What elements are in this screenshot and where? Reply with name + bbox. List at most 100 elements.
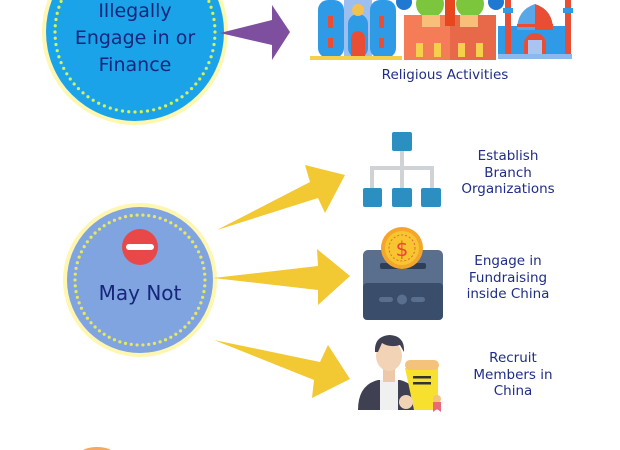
ring-dot (97, 329, 102, 333)
ring-dot (114, 108, 118, 112)
ring-dot (204, 66, 208, 70)
ring-dot (53, 24, 57, 28)
ring-dot (74, 266, 78, 270)
ring-dot (129, 342, 133, 347)
ring-dot (212, 17, 216, 22)
circle-text-illegally: Illegally Engage in or Finance (60, 0, 210, 79)
ring-dot (187, 321, 191, 325)
ring-dot (135, 343, 139, 347)
ring-dot (194, 245, 198, 249)
ring-dot (201, 295, 205, 299)
ring-dot (199, 301, 203, 305)
ring-dot (189, 86, 194, 91)
ring-dot (152, 108, 156, 112)
ring-dot (123, 215, 128, 219)
ring-dot (82, 245, 86, 249)
ring-dot (77, 301, 81, 305)
ring-dot (163, 218, 168, 222)
ring-dot (201, 261, 205, 265)
ring-dot (120, 109, 125, 113)
ring-dot (97, 227, 102, 231)
ring-dot (86, 95, 90, 99)
ring-dot (147, 342, 151, 347)
ring-dot (152, 215, 157, 219)
ring-dot (123, 341, 128, 345)
ring-dot (190, 240, 195, 244)
ring-dot (158, 216, 162, 220)
label-line: China (493, 383, 533, 399)
ring-dot (203, 284, 207, 288)
circle-line-3: Finance (98, 54, 172, 76)
ring-dot (199, 255, 203, 259)
ring-dot (55, 11, 59, 15)
ring-dot (77, 255, 81, 259)
ring-dot (158, 340, 162, 344)
ring-dot (213, 36, 217, 40)
label-line: Fundraising (468, 269, 548, 286)
ring-dot (93, 325, 97, 329)
ring-dot (62, 66, 66, 70)
ring-dot (79, 250, 84, 254)
ring-dot (73, 272, 77, 276)
ring-dot (201, 72, 205, 76)
ring-dot (54, 17, 58, 22)
ring-dot (133, 110, 137, 114)
item-label-fundraising: Engage in Fundraising inside China (448, 253, 568, 303)
ring-dot (82, 311, 86, 315)
ring-dot (93, 231, 97, 235)
ring-dot (74, 290, 78, 294)
ring-dot (211, 49, 215, 53)
ring-dot (85, 316, 90, 320)
ring-dot (141, 213, 145, 217)
ring-dot (163, 338, 168, 342)
ring-dot (139, 110, 143, 114)
ring-dot (198, 77, 202, 81)
ring-dot (178, 227, 183, 231)
ring-dot (81, 91, 85, 95)
ring-dot (202, 290, 206, 294)
label-line: Organizations (461, 181, 555, 197)
ring-dot (164, 104, 168, 108)
ring-dot (73, 284, 77, 288)
ring-dot (194, 82, 198, 86)
ring-dot (187, 235, 191, 239)
ring-dot (211, 11, 215, 15)
ring-dot (59, 0, 63, 3)
ring-dot (108, 106, 112, 110)
ring-dot (97, 101, 101, 105)
ring-dot (73, 278, 77, 282)
ring-dot (141, 343, 145, 347)
label-line: Recruit (489, 350, 537, 366)
ring-dot (55, 49, 59, 53)
ring-dot (79, 306, 84, 310)
ring-dot (209, 5, 213, 9)
ring-dot (213, 24, 217, 28)
ring-dot (174, 332, 178, 336)
ring-dot (169, 335, 173, 339)
label-line: Engage in (474, 253, 542, 269)
ring-dot (54, 42, 58, 47)
ring-dot (209, 55, 213, 59)
ring-dot (196, 250, 201, 254)
ring-dot (185, 91, 189, 95)
ring-dot (107, 335, 111, 339)
label-line: Establish (477, 148, 539, 164)
item-label-recruit: Recruit Members in China (458, 350, 568, 400)
ring-dot (112, 218, 117, 222)
ring-dot (183, 325, 187, 329)
ring-dot (85, 240, 90, 244)
dollar-sign-icon: $ (396, 237, 409, 261)
ring-dot (53, 30, 57, 34)
ring-dot (57, 55, 61, 59)
ring-dot (53, 36, 57, 40)
ring-dot (203, 272, 207, 276)
ring-dot (89, 235, 93, 239)
item-label-branch: Establish Branch Organizations (448, 148, 568, 198)
